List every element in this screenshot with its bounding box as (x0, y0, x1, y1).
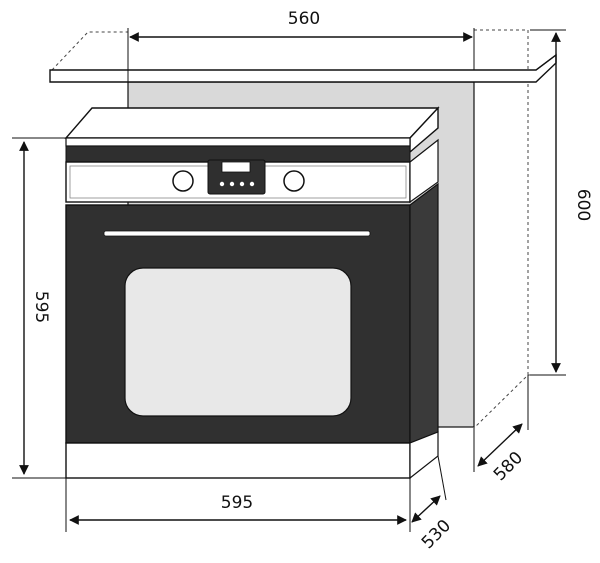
right-knob-icon (283, 170, 305, 192)
oven-window (124, 267, 352, 417)
label-niche-height: 600 (573, 189, 593, 221)
control-button-icon (219, 181, 225, 187)
label-oven-width: 595 (221, 493, 253, 513)
oven-side-panel (409, 182, 439, 444)
niche-depth-outline (473, 29, 552, 429)
display-screen (221, 161, 251, 173)
niche-top-dashed (51, 29, 500, 71)
label-niche-depth: 580 (490, 448, 527, 485)
control-panel-side (409, 138, 439, 204)
countertop (49, 53, 557, 83)
label-oven-depth: 530 (418, 516, 455, 553)
label-oven-height: 595 (31, 291, 51, 323)
dim-line-oven-depth (411, 495, 441, 523)
oven (64, 106, 440, 480)
door-handle (103, 230, 371, 237)
control-button-icon (249, 181, 255, 187)
control-button-icon (239, 181, 245, 187)
oven-bottom-plinth (65, 442, 411, 479)
dimension-lines (12, 28, 566, 532)
dim-line-niche-depth (477, 423, 523, 467)
label-niche-width: 560 (288, 9, 320, 29)
left-knob-icon (172, 170, 194, 192)
oven-top-strip (65, 137, 411, 147)
extension-line (437, 455, 447, 501)
control-button-icon (229, 181, 235, 187)
oven-top-panel (64, 107, 440, 139)
